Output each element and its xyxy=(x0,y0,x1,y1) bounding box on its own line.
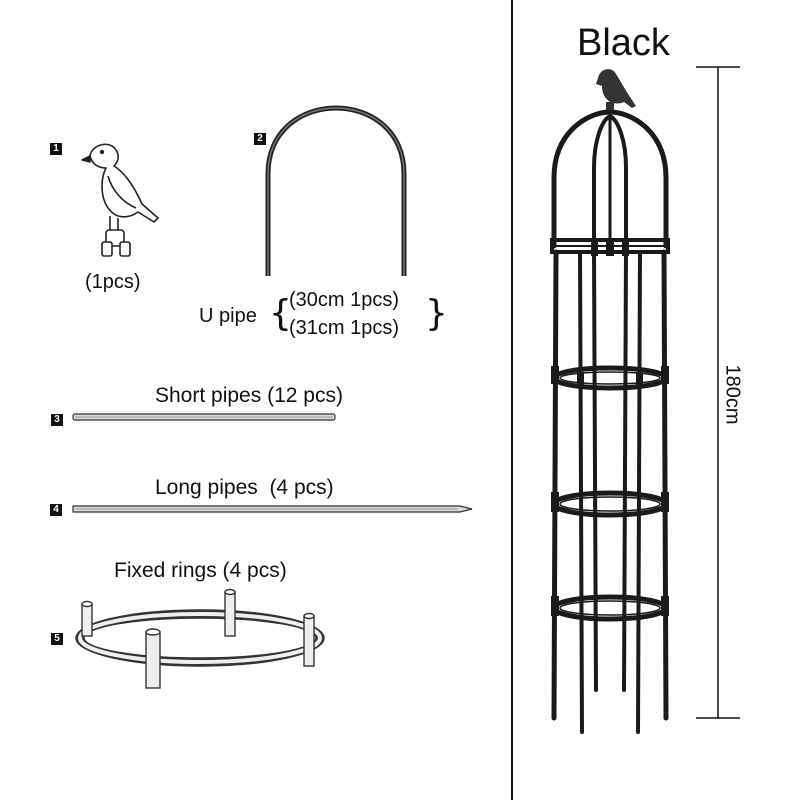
bird-icon xyxy=(81,143,159,257)
part-2-badge: 2 xyxy=(254,133,266,145)
long-pipes-label: Long pipes (4 pcs) xyxy=(155,476,334,500)
part-5-badge: 5 xyxy=(51,633,63,645)
short-pipes-quantity: (12 pcs) xyxy=(267,384,343,407)
u-pipe-close-brace: } xyxy=(425,293,448,334)
u-pipe-open-brace: { xyxy=(269,293,292,334)
long-pipe-icon xyxy=(72,505,473,513)
long-pipes-quantity: (4 pcs) xyxy=(269,476,334,499)
u-pipe-size-1: (30cm 1pcs) xyxy=(289,289,400,311)
part-3-badge: 3 xyxy=(51,414,63,426)
u-pipe-size-2: (31cm 1pcs) xyxy=(289,317,400,339)
short-pipes-name: Short pipes xyxy=(155,384,262,407)
part-4-badge: 4 xyxy=(50,504,62,516)
u-pipe-label: U pipe xyxy=(199,305,257,327)
fixed-rings-quantity: (4 pcs) xyxy=(222,559,287,582)
short-pipes-label: Short pipes (12 pcs) xyxy=(155,384,343,408)
fixed-rings-label: Fixed rings (4 pcs) xyxy=(114,559,287,583)
height-dimension-line xyxy=(696,66,740,719)
long-pipes-name: Long pipes xyxy=(155,476,258,499)
fixed-rings-name: Fixed rings xyxy=(114,559,217,582)
height-label: 180cm xyxy=(721,364,744,425)
short-pipe-icon xyxy=(72,413,336,421)
obelisk-trellis-icon xyxy=(550,69,670,734)
u-pipe-icon xyxy=(265,105,407,276)
fixed-ring-icon xyxy=(75,588,325,689)
part-1-quantity: (1pcs) xyxy=(85,271,141,293)
panel-divider xyxy=(511,0,513,800)
product-color-label: Black xyxy=(577,22,670,64)
part-1-badge: 1 xyxy=(50,143,62,155)
